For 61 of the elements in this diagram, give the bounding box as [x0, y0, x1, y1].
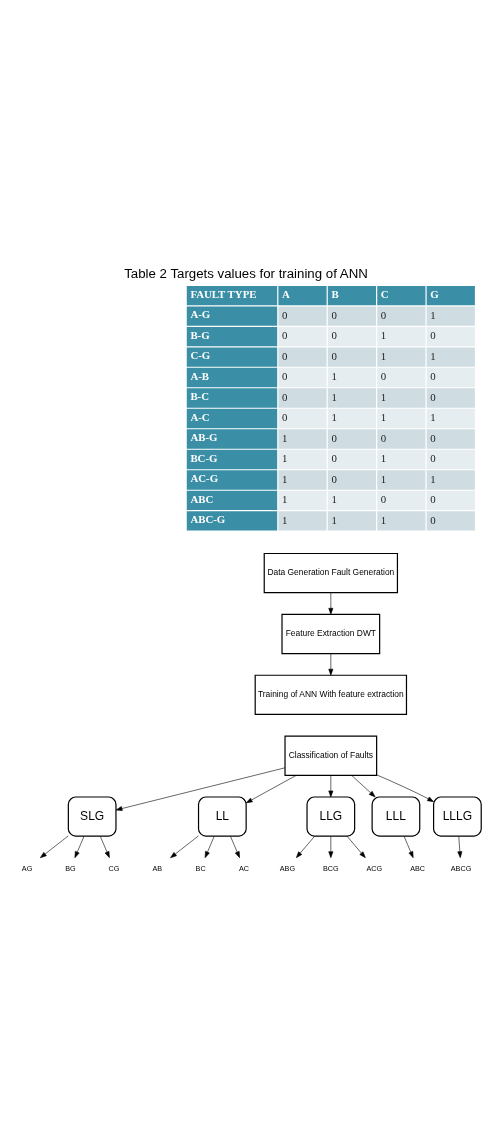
label: FAULT TYPE	[190, 287, 257, 300]
label: 0	[331, 451, 337, 464]
label: 1	[380, 410, 387, 423]
label: 1	[380, 451, 387, 464]
label: C	[380, 287, 389, 300]
label: B	[331, 287, 339, 300]
label: 1	[380, 472, 387, 485]
label: 0	[380, 431, 387, 444]
label: 0	[282, 410, 288, 423]
label: 0	[430, 431, 436, 444]
label: C-G	[190, 348, 211, 361]
label: 1	[282, 472, 288, 485]
label: 1	[331, 410, 337, 423]
label: 1	[282, 492, 288, 505]
label: 0	[282, 328, 288, 341]
label: 0	[430, 390, 436, 403]
label: A-B	[190, 369, 210, 382]
label: A-G	[190, 307, 211, 320]
label: 0	[282, 390, 288, 403]
label: 0	[430, 492, 436, 505]
label: 0	[430, 513, 436, 526]
label: 0	[331, 472, 337, 485]
label: 1	[331, 492, 337, 505]
label: 1	[331, 390, 337, 403]
label: 1	[331, 513, 337, 526]
label: ABC	[190, 492, 214, 505]
label: 1	[331, 369, 337, 382]
label: 0	[331, 349, 337, 362]
label: 1	[380, 390, 387, 403]
label: 0	[331, 328, 337, 341]
label: BC-G	[190, 451, 218, 464]
label: 0	[282, 308, 288, 321]
label: B-G	[190, 328, 210, 341]
label: ABC-G	[190, 512, 226, 525]
label: 1	[430, 308, 436, 321]
label: 0	[430, 328, 436, 341]
label: 0	[331, 308, 337, 321]
label: AC-G	[190, 471, 219, 484]
label: 1	[380, 513, 387, 526]
label: 1	[430, 349, 436, 362]
label: G	[430, 287, 439, 300]
label: 0	[430, 451, 436, 464]
label: 0	[282, 349, 288, 362]
label: A	[282, 287, 290, 300]
label: A-C	[190, 410, 210, 423]
label: 0	[380, 492, 387, 505]
label: 1	[282, 431, 288, 444]
label: AB-G	[190, 430, 218, 443]
label: 0	[380, 369, 387, 382]
label: 1	[282, 513, 288, 526]
label: 1	[282, 451, 288, 464]
caption: Table 2 Targets values for training of ANN	[124, 265, 368, 281]
label: 0	[331, 431, 337, 444]
label: 1	[430, 472, 436, 485]
label: 0	[282, 369, 288, 382]
label: 1	[380, 349, 387, 362]
label: 0	[380, 308, 387, 321]
label: B-C	[190, 389, 210, 402]
label: 1	[430, 410, 436, 423]
label: 1	[380, 328, 387, 341]
label: 0	[430, 369, 436, 382]
